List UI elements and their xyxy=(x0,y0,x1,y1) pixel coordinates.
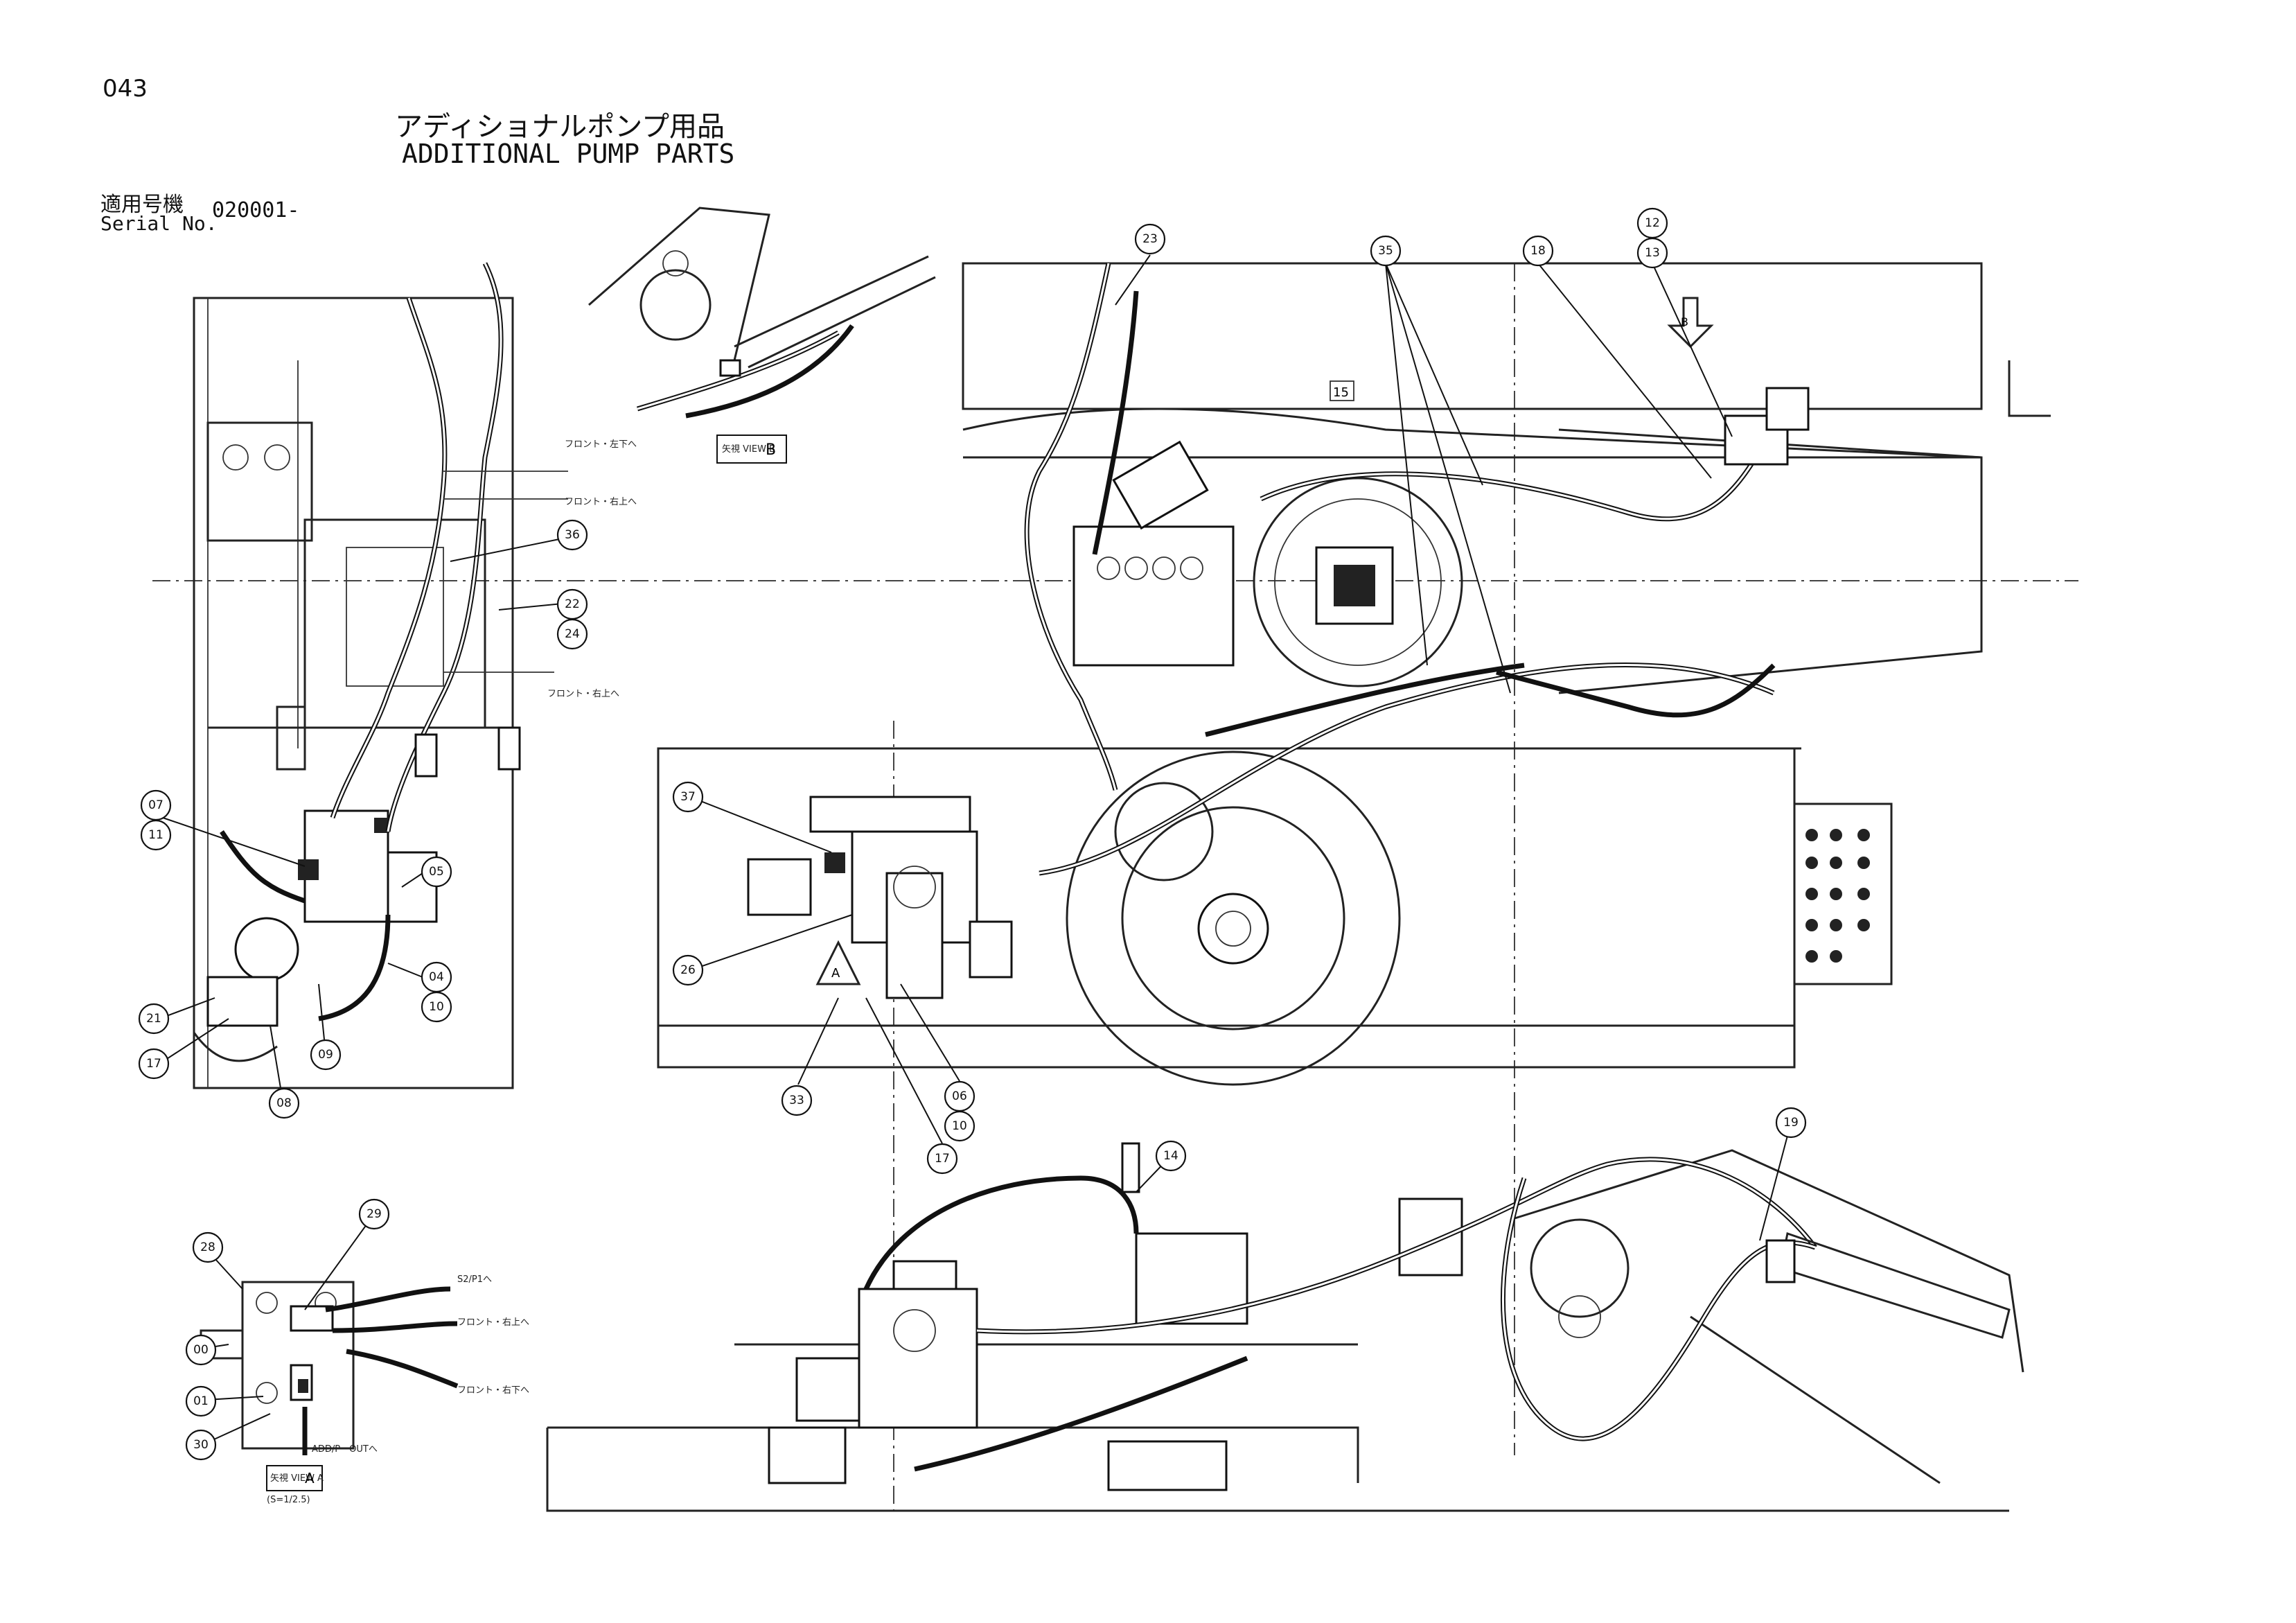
svg-text:04: 04 xyxy=(429,970,444,984)
svg-text:09: 09 xyxy=(318,1048,333,1062)
svg-text:10: 10 xyxy=(952,1119,967,1133)
callout-23: 23 xyxy=(1134,223,1166,255)
hose-label-front-lower: フロント・左下へ xyxy=(565,439,637,450)
callout-35: 35 xyxy=(1370,235,1402,267)
hose-label-front-upper-2: フロント・右上へ xyxy=(547,689,619,699)
svg-text:36: 36 xyxy=(565,528,580,542)
svg-text:33: 33 xyxy=(789,1094,804,1107)
svg-text:14: 14 xyxy=(1163,1149,1178,1163)
svg-text:30: 30 xyxy=(193,1438,209,1452)
callout-04: 04 xyxy=(421,961,452,993)
callout-01: 01 xyxy=(185,1385,217,1417)
mark-15: 15 xyxy=(1333,385,1349,400)
upper-plan-view: B 15 A xyxy=(657,262,2051,1086)
view-a-letter: A xyxy=(305,1470,315,1486)
callout-10-center: 10 xyxy=(944,1110,975,1142)
callout-17-left: 17 xyxy=(138,1048,170,1080)
view-b-letter: B xyxy=(766,441,776,459)
callout-28: 28 xyxy=(192,1231,224,1263)
svg-text:13: 13 xyxy=(1645,246,1660,260)
callout-19: 19 xyxy=(1775,1107,1807,1139)
arrow-a-mark: A xyxy=(831,966,840,981)
svg-text:19: 19 xyxy=(1783,1116,1799,1130)
hose-label-front-upper-a: フロント・右上へ xyxy=(457,1317,529,1328)
callout-30: 30 xyxy=(185,1429,217,1461)
svg-text:37: 37 xyxy=(680,790,696,804)
callout-06: 06 xyxy=(944,1080,975,1112)
svg-text:05: 05 xyxy=(429,865,444,879)
svg-text:10: 10 xyxy=(429,1000,444,1014)
hose-label-front-lower-a: フロント・右下へ xyxy=(457,1385,529,1396)
callout-26: 26 xyxy=(672,954,704,986)
svg-text:12: 12 xyxy=(1645,216,1660,230)
svg-text:06: 06 xyxy=(952,1089,967,1103)
serial-label-japanese: 適用号機 xyxy=(100,193,184,217)
svg-text:18: 18 xyxy=(1530,244,1546,258)
svg-text:11: 11 xyxy=(148,828,164,842)
svg-text:17: 17 xyxy=(935,1152,950,1166)
svg-text:26: 26 xyxy=(680,963,696,977)
svg-text:28: 28 xyxy=(200,1240,215,1254)
svg-text:07: 07 xyxy=(148,798,164,812)
callout-05: 05 xyxy=(421,856,452,888)
callout-group: 23 35 18 12 13 36 22 24 07 11 05 04 10 2… xyxy=(138,207,1807,1461)
callout-12: 12 xyxy=(1636,207,1668,239)
svg-text:35: 35 xyxy=(1378,244,1393,258)
callout-18: 18 xyxy=(1522,235,1554,267)
callout-22: 22 xyxy=(556,588,588,620)
page-title-japanese: アディショナルポンプ用品 xyxy=(395,111,725,143)
hose-label-pi-port: S2/P1へ xyxy=(457,1274,492,1285)
svg-text:22: 22 xyxy=(565,597,580,611)
svg-text:24: 24 xyxy=(565,627,580,641)
svg-text:21: 21 xyxy=(146,1012,161,1026)
callout-33: 33 xyxy=(781,1085,813,1116)
callout-10-left: 10 xyxy=(421,991,452,1023)
callout-17-center: 17 xyxy=(926,1143,958,1175)
view-a-inset: S2/P1へ フロント・右上へ フロント・右下へ ADD/P・OUTへ 矢視 V… xyxy=(200,1274,529,1505)
arrow-b-mark: B xyxy=(1681,315,1688,328)
callout-09: 09 xyxy=(310,1039,342,1071)
callout-11: 11 xyxy=(140,819,172,851)
svg-text:29: 29 xyxy=(367,1207,382,1221)
svg-text:17: 17 xyxy=(146,1057,161,1071)
view-b-caption: 矢視 VIEW B xyxy=(722,444,775,455)
svg-text:00: 00 xyxy=(193,1343,209,1357)
svg-text:01: 01 xyxy=(193,1394,209,1408)
callout-24: 24 xyxy=(556,618,588,650)
callout-37: 37 xyxy=(672,781,704,813)
callout-29: 29 xyxy=(358,1198,390,1230)
callout-00: 00 xyxy=(185,1334,217,1366)
callout-36: 36 xyxy=(556,519,588,551)
page-title-english: ADDITIONAL PUMP PARTS xyxy=(402,139,735,169)
leader-lines xyxy=(159,254,1792,1444)
view-a-caption: 矢視 VIEW A xyxy=(270,1473,324,1484)
lower-side-view xyxy=(546,1142,2024,1512)
svg-text:08: 08 xyxy=(276,1096,292,1110)
view-a-scale: (S=1/2.5) xyxy=(267,1495,310,1505)
svg-text:23: 23 xyxy=(1142,232,1158,246)
serial-number-value: 020001- xyxy=(212,198,300,222)
callout-14: 14 xyxy=(1155,1140,1187,1172)
left-side-view: フロント・左下へ フロント・右上へ フロント・右上へ xyxy=(193,262,637,1089)
view-b-inset: 矢視 VIEW B B xyxy=(588,207,936,464)
hose-label-add-out: ADD/P・OUTへ xyxy=(312,1444,378,1455)
callout-08: 08 xyxy=(268,1087,300,1119)
hose-label-front-upper: フロント・右上へ xyxy=(565,497,637,507)
serial-label-english: Serial No. xyxy=(100,212,218,235)
callout-21: 21 xyxy=(138,1003,170,1035)
callout-13: 13 xyxy=(1636,237,1668,269)
callout-07: 07 xyxy=(140,789,172,821)
page-number: 043 xyxy=(103,75,148,103)
